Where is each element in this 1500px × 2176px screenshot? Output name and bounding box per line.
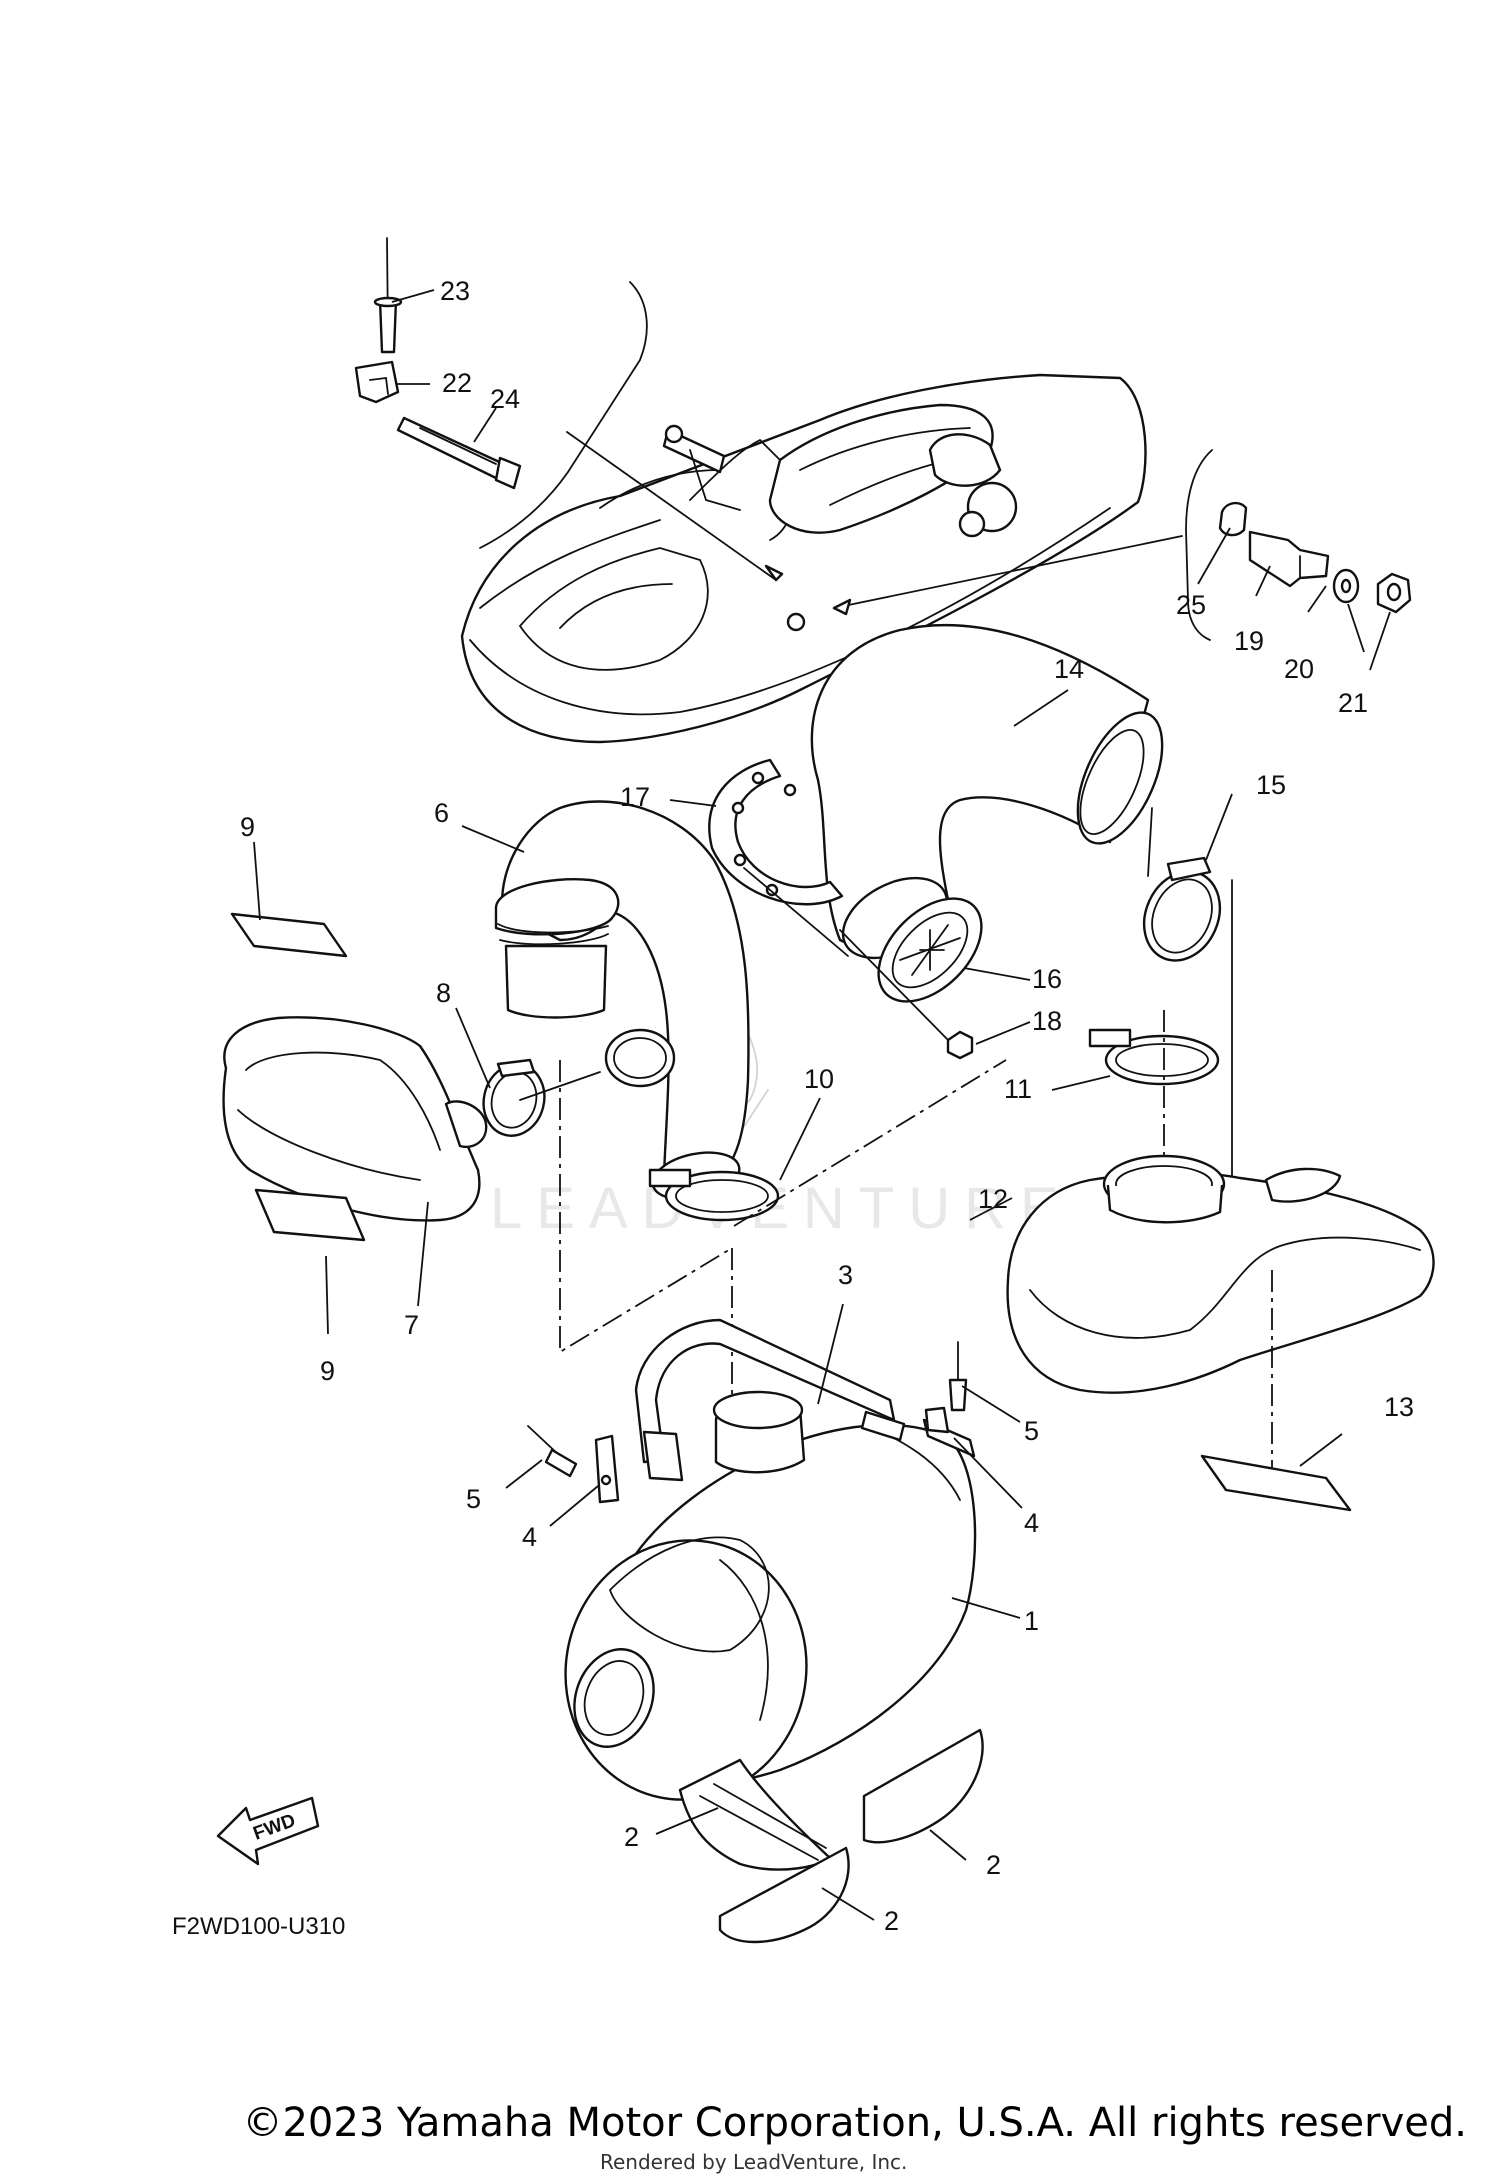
part-7-resonator-box[interactable] <box>222 1016 488 1222</box>
part-16-flange-plate[interactable] <box>859 879 1000 1020</box>
callout-4: 4 <box>1024 1508 1039 1538</box>
part-19-fitting[interactable] <box>1248 530 1330 588</box>
callout-14: 14 <box>1054 654 1084 684</box>
callout-16: 16 <box>1032 964 1062 994</box>
diagram-code: F2WD100-U310 <box>172 1913 345 1940</box>
copyright-text: ©2023 Yamaha Motor Corporation, U.S.A. A… <box>242 2100 1467 2146</box>
part-20-washer[interactable] <box>1332 568 1360 604</box>
part-14-exhaust-pipe[interactable] <box>810 623 1180 974</box>
part-15-clamp[interactable] <box>1130 856 1233 973</box>
callout-5: 5 <box>1024 1416 1039 1446</box>
part-18-nut[interactable] <box>946 1030 974 1060</box>
part-1-water-lock-muffler[interactable] <box>542 1390 977 1822</box>
part-2-pad-bottom[interactable] <box>718 1846 850 1944</box>
part-24-cable-tie[interactable] <box>396 416 522 490</box>
part-6-elbow-pipe[interactable] <box>494 800 750 1206</box>
part-9-pad-top[interactable] <box>230 912 348 958</box>
part-10-hose-clamp[interactable] <box>648 1168 780 1222</box>
callout-9: 9 <box>320 1356 335 1386</box>
callout-1: 1 <box>1024 1606 1039 1636</box>
part-25-clamp[interactable] <box>1218 501 1248 537</box>
leader-lines <box>253 289 1391 1921</box>
watercraft-handlebar <box>662 424 741 511</box>
callout-19: 19 <box>1234 626 1264 656</box>
part-21-nut[interactable] <box>1376 572 1412 614</box>
callout-18: 18 <box>1032 1006 1062 1036</box>
part-5-rivet-left[interactable] <box>527 1425 578 1478</box>
callout-24: 24 <box>490 384 520 414</box>
part-22-clip[interactable] <box>354 360 400 404</box>
callout-2: 2 <box>884 1906 899 1936</box>
callout-22: 22 <box>442 368 472 398</box>
part-17-gasket-ring[interactable] <box>708 758 844 906</box>
dash-lines-right <box>1163 879 1273 1470</box>
part-2-pad-wide[interactable] <box>678 1758 832 1871</box>
bracket-line-right <box>1185 449 1213 641</box>
callout-25: 25 <box>1176 590 1206 620</box>
callout-11: 11 <box>1004 1074 1032 1104</box>
callout-23: 23 <box>440 276 470 306</box>
callout-20: 20 <box>1284 654 1314 684</box>
callout-2: 2 <box>986 1850 1001 1880</box>
callout-labels: 1 2 2 2 3 4 4 5 5 6 7 8 9 9 10 11 12 13 … <box>240 276 1414 1936</box>
part-9-pad-bottom[interactable] <box>254 1188 366 1242</box>
leader-lines-to-hull <box>566 431 1183 632</box>
callout-3: 3 <box>838 1260 853 1290</box>
part-4-bracket-left[interactable] <box>594 1434 620 1504</box>
part-8-hose-clamp[interactable] <box>476 1058 552 1142</box>
callout-12: 12 <box>978 1184 1008 1214</box>
callout-17: 17 <box>620 782 650 812</box>
fwd-arrow-icon: FWD <box>216 1796 320 1866</box>
part-2-pad-right[interactable] <box>862 1728 984 1844</box>
callout-5: 5 <box>466 1484 481 1514</box>
part-3-strap[interactable] <box>634 1318 906 1482</box>
part-11-hose-clamp[interactable] <box>1088 1028 1220 1086</box>
callout-2: 2 <box>624 1822 639 1852</box>
watercraft-engine-parts <box>928 433 1018 538</box>
bracket-line-left <box>479 281 648 549</box>
part-23-rivet[interactable] <box>373 237 403 354</box>
callout-6: 6 <box>434 798 449 828</box>
callout-8: 8 <box>436 978 451 1008</box>
callout-7: 7 <box>404 1310 419 1340</box>
callout-21: 21 <box>1338 688 1368 718</box>
callout-15: 15 <box>1256 770 1286 800</box>
gasket-guide-lines <box>743 807 1153 1041</box>
part-12-muffler[interactable] <box>1006 1154 1435 1394</box>
callout-4: 4 <box>522 1522 537 1552</box>
part-5-rivet-right[interactable] <box>948 1341 968 1412</box>
part-13-pad[interactable] <box>1200 1454 1352 1512</box>
callout-10: 10 <box>804 1064 834 1094</box>
callout-9: 9 <box>240 812 255 842</box>
rendered-by-credit: Rendered by LeadVenture, Inc. <box>600 2150 908 2174</box>
callout-13: 13 <box>1384 1392 1414 1422</box>
copyright-notice: ©2023 Yamaha Motor Corporation, U.S.A. A… <box>0 2100 1500 2146</box>
